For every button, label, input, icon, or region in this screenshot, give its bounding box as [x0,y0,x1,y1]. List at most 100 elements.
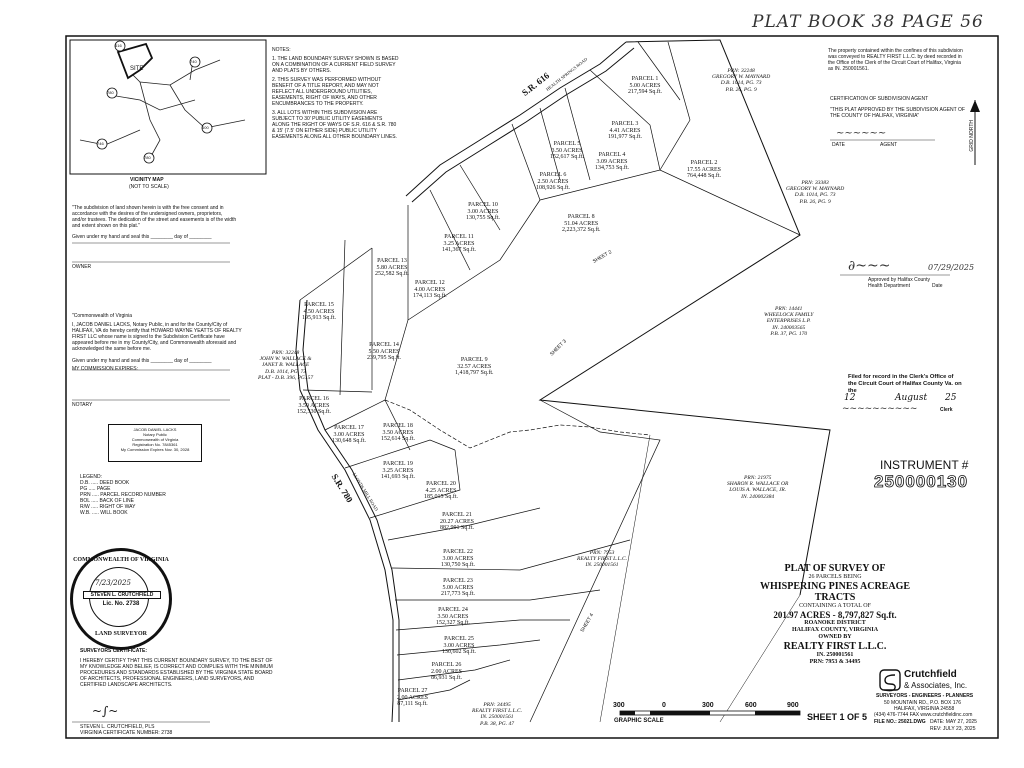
graphic-scale-caption: GRAPHIC SCALE [614,718,664,724]
parcel-acres: 3.25 ACRES [443,240,475,247]
owner-statement: "The subdivision of land shown herein is… [72,205,237,229]
neighbor-line: GREGORY W. MAYNARD [786,186,845,193]
parcel-acres: 3.00 ACRES [467,208,499,215]
neighbor-line: LOUIS A. WALLACE, JR. [729,487,787,494]
parcel-name: PARCEL 6 [539,172,567,178]
instrument-number: 250000130 [874,472,969,492]
parcel-acres: 3.00 ACRES [333,431,365,438]
parcel-sqft: 152,617 Sq.ft. [550,154,585,160]
scale-label: 300 [613,702,625,709]
neighbor-line: PRN: 34495 [483,702,511,708]
title-line: REALTY FIRST L.L.C. [783,641,887,652]
health-date-label: Date [932,283,943,289]
parcel-sqft: 195,913 Sq.ft. [302,315,337,321]
parcel-sqft: 882,991 Sq.ft. [440,525,475,531]
neighbor-line: PRN: 7953 [589,550,615,556]
route-740: 740 [190,59,197,64]
sheet-number: SHEET 1 OF 5 [807,712,868,722]
legend-item: R/W ..... RIGHT OF WAY [80,504,136,510]
parcel-sqft: 1,418,797 Sq.ft. [455,370,494,376]
neighbor-line: PRN: 14441 [775,306,803,312]
title-line: 26 PARCELS BEING [808,574,862,580]
site-label: SITE [130,66,144,72]
title-line: 201.97 ACRES - 8,797,827 Sq.ft. [773,610,897,620]
parcel-sqft: 130,648 Sq.ft. [332,438,367,444]
note-3: 3. ALL LOTS WITHIN THIS SUBDIVISION ARE … [272,110,397,140]
clerk-month: August [895,393,928,403]
note-2: 2. THIS SURVEY WAS PERFORMED WITHOUT BEN… [272,77,382,107]
parcel-name: PARCEL 27 [397,688,428,694]
parcel-sqft: 130,755 Sq.ft. [466,215,501,221]
route-600: 600 [202,125,209,130]
stamp-line-4: Registration No. 7845361 [132,442,178,447]
notes: NOTES: 1. THE LAND BOUNDARY SURVEY SHOWN… [272,47,400,143]
parcel-sqft: 239,795 Sq.ft. [367,355,402,361]
parcel-name: PARCEL 22 [443,549,473,555]
parcel-name: PARCEL 5 [553,141,581,147]
neighbor-line: P.B. 37, PG. 170 [770,330,808,337]
clerk-year: 25 [945,393,957,403]
parcel-acres: 3.50 ACRES [437,613,469,620]
route-780-a: 780 [107,90,114,95]
parcel-acres: 4.50 ACRES [303,308,335,315]
surveyor-cert-heading: SURVEYORS CERTIFICATE: [80,648,148,654]
subdivision-agent-heading: CERTIFICATION OF SUBDIVISION AGENT [830,96,929,102]
parcel-sqft: 152,330 Sq.ft. [297,409,332,415]
parcel-name: PARCEL 23 [443,578,473,584]
legend-item: PRN ..... PARCEL RECORD NUMBER [80,492,166,498]
file-no: FILE NO.: 25021.DWG [874,719,926,725]
notary-stamp: JACOB DANIEL LACKS Notary Public Commonw… [108,424,202,462]
parcel-sqft: 134,753 Sq.ft. [595,165,630,171]
parcel-name: PARCEL 16 [299,396,329,402]
clerk-label: Clerk [940,407,953,413]
notary-given: Given under my hand and seal this ______… [72,358,212,364]
parcel-name: PARCEL 9 [460,357,488,363]
scale-label: 900 [787,702,799,709]
subdivision-agent-text: "THIS PLAT APPROVED BY THE SUBDIVISION A… [830,107,965,119]
scale-label: 300 [702,702,714,709]
clerk-filed-text: Filed for record in the Clerk's Office o… [848,374,962,394]
title-line: PRN: 7953 & 34495 [809,659,861,665]
clerk-day: 12 [844,393,856,403]
company-name: Crutchfield [904,669,957,680]
parcel-sqft: 141,367 Sq.ft. [442,247,477,253]
parcel-acres: 2.00 ACRES [397,694,429,701]
route-780-b: 780 [144,155,151,160]
notary-heading: "Commonwealth of Virginia [72,313,133,319]
file-date: DATE: MAY 27, 2025 [930,719,977,725]
notary-label: NOTARY [72,402,93,408]
agent-label: AGENT [880,142,898,148]
parcel-name: PARCEL 2 [690,160,718,166]
title-line: HALIFAX COUNTY, VIRGINIA [791,627,879,633]
parcel-sqft: 130,602 Sq.ft. [442,649,477,655]
parcel-sqft: 185,015 Sq.ft. [424,494,459,500]
parcel-acres: 3.50 ACRES [298,402,330,409]
legend-item: BOL ..... BACK OF LINE [80,498,134,504]
parcel-acres: 3.50 ACRES [551,147,583,154]
seal-name: STEVEN L. CRUTCHFIELD [83,591,161,599]
parcel-sqft: 141,693 Sq.ft. [381,474,416,480]
neighbor-line: REALTY FIRST L.L.C. [472,708,523,715]
title-line: PLAT OF SURVEY OF [784,563,886,574]
instrument-label: INSTRUMENT # [880,458,969,472]
neighbor-line: D.B. 1014, PG. 73 [265,368,306,375]
surveyor-name: STEVEN L. CRUTCHFIELD, PLS [80,724,155,730]
company-phone: (434) 476-7744 FAX www.crutchfieldinc.co… [874,712,973,718]
